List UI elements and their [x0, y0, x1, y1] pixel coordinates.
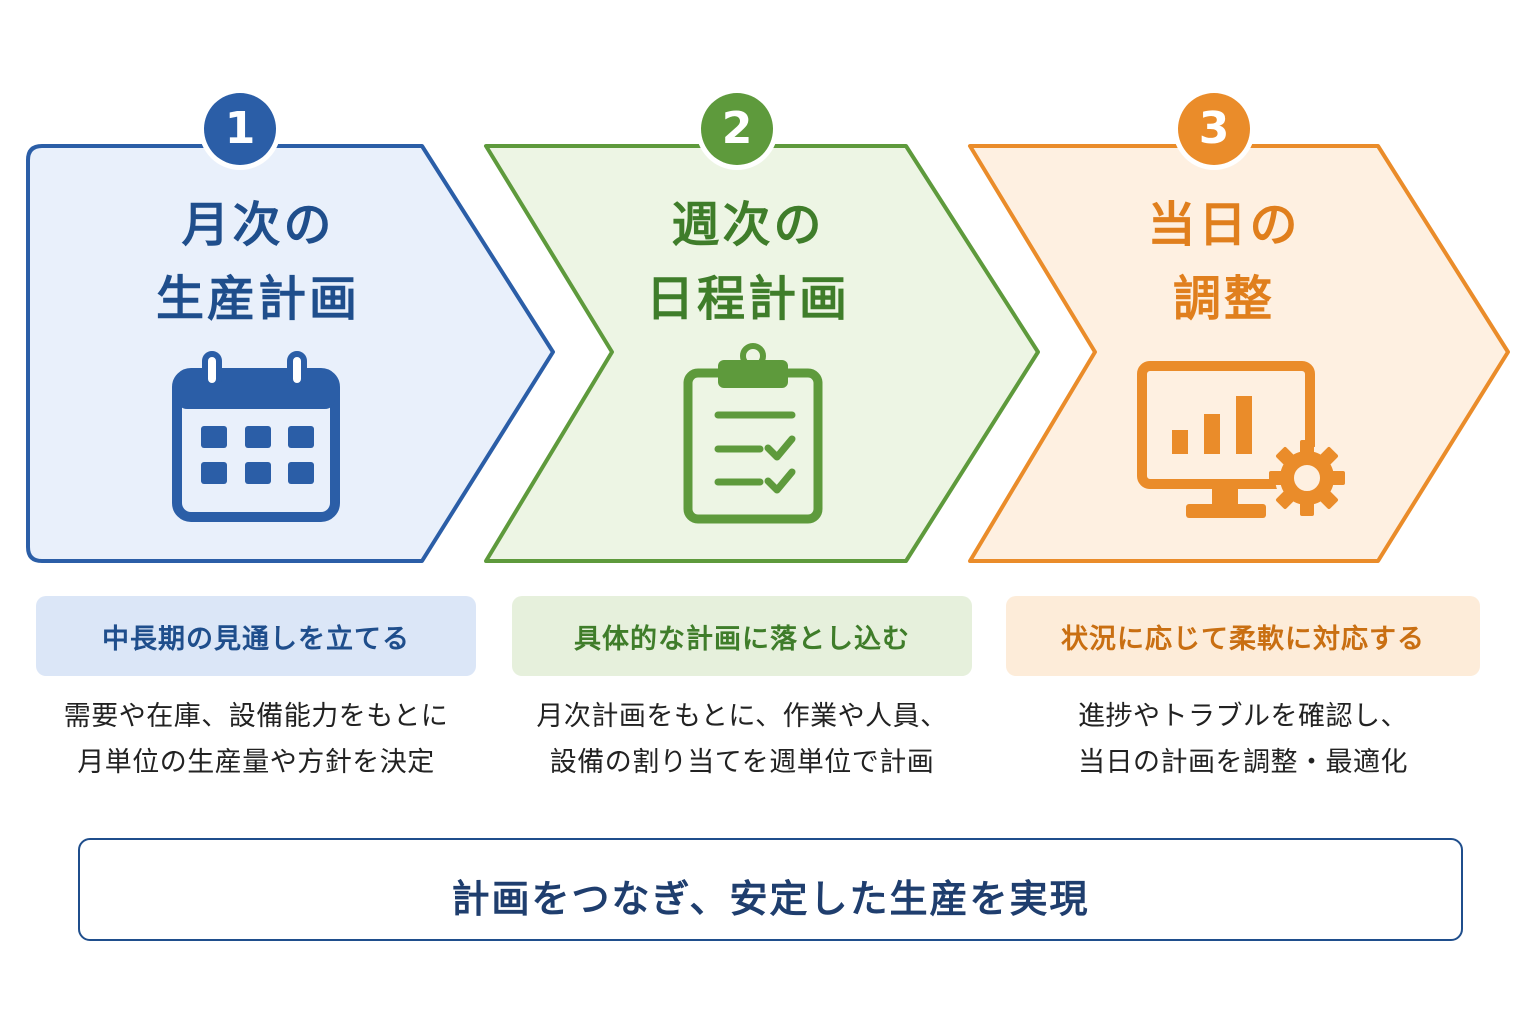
step2-desc-line1: 月次計画をもとに、作業や人員、	[536, 701, 948, 732]
step2-title-line1: 週次の	[671, 197, 825, 253]
step1-desc-line2: 月単位の生産量や方針を決定	[77, 747, 435, 778]
step3-desc-line1: 進捗やトラブルを確認し、	[1078, 701, 1408, 732]
step3-number-badge	[1173, 88, 1255, 170]
step2-number: 2	[721, 103, 753, 154]
calendar-icon	[172, 351, 340, 522]
step3-number: 3	[1198, 103, 1230, 154]
step2-title-line2: 日程計画	[645, 271, 850, 327]
step3-description: 進捗やトラブルを確認し、 当日の計画を調整・最適化	[1006, 694, 1480, 786]
banner-text: 計画をつなぎ、安定した生産を実現	[451, 877, 1090, 921]
summary-banner: 計画をつなぎ、安定した生産を実現	[78, 838, 1463, 941]
step3-title-line1: 当日の	[1147, 197, 1301, 253]
step2-description: 月次計画をもとに、作業や人員、 設備の割り当てを週単位で計画	[512, 694, 972, 786]
step2-desc-line2: 設備の割り当てを週単位で計画	[549, 747, 935, 778]
clipboard-checklist-icon	[683, 343, 823, 524]
step2-title: 週次の 日程計画	[598, 188, 898, 336]
step1-title-line2: 生産計画	[155, 271, 360, 327]
step1-number: 1	[224, 103, 256, 154]
step1-title: 月次の 生産計画	[108, 188, 408, 336]
step3-desc-line2: 当日の計画を調整・最適化	[1078, 747, 1408, 778]
step1-number-badge	[199, 88, 281, 170]
monitor-chart-gear-icon	[1137, 361, 1345, 518]
step1-desc-line1: 需要や在庫、設備能力をもとに	[63, 701, 449, 732]
step3-chevron	[968, 144, 1510, 563]
step3-title-line2: 調整	[1172, 271, 1275, 327]
step2-number-badge	[696, 88, 778, 170]
step1-description: 需要や在庫、設備能力をもとに 月単位の生産量や方針を決定	[36, 694, 476, 786]
step1-tagline: 中長期の見通しを立てる	[36, 596, 476, 676]
step3-tagline: 状況に応じて柔軟に対応する	[1006, 596, 1480, 676]
step2-tagline: 具体的な計画に落とし込む	[512, 596, 972, 676]
step3-title: 当日の 調整	[1074, 188, 1374, 336]
step1-title-line1: 月次の	[181, 197, 335, 253]
